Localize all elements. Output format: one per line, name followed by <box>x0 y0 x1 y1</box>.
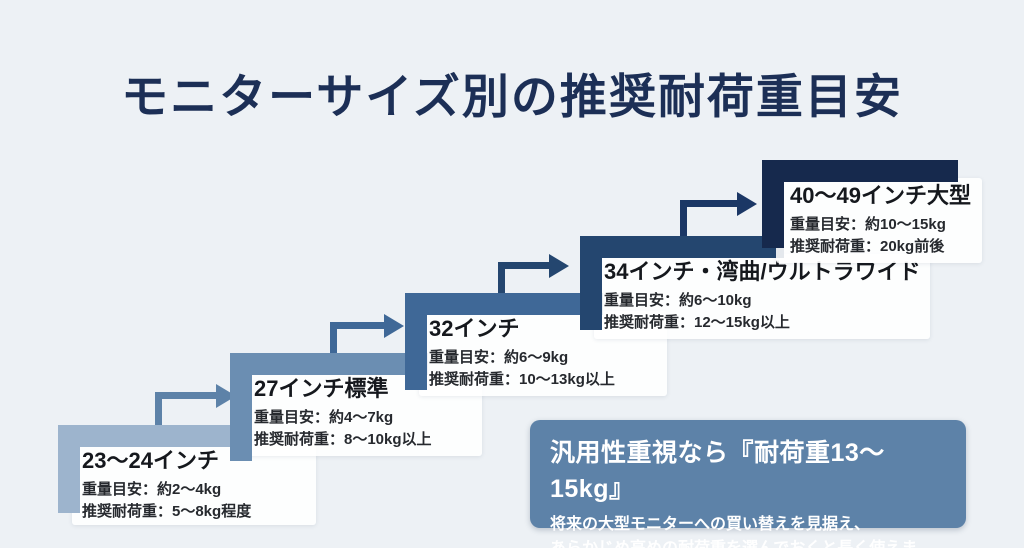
arrow-horizontal-segment <box>155 392 217 399</box>
step-top-bar <box>230 353 428 375</box>
step-weight-label: 重量目安：約6〜10kg <box>604 291 752 309</box>
callout-title: 汎用性重視なら『耐荷重13〜15kg』 <box>550 439 885 503</box>
step-weight-label: 重量目安：約4〜7kg <box>254 408 394 426</box>
step-left-bar <box>762 160 784 248</box>
step-left-bar <box>230 353 252 461</box>
callout-line-2: あらかじめ高めの耐荷重を選んでおくと長く使えます。 <box>550 537 946 548</box>
arrow-vertical-segment <box>680 200 687 236</box>
step-text-panel <box>72 443 316 525</box>
step-weight-label: 重量目安：約6〜9kg <box>429 348 569 366</box>
step-text-block: 34インチ・湾曲/ウルトラワイド 重量目安：約6〜10kg 推奨耐荷重：12〜1… <box>604 258 921 334</box>
step-top-bar <box>58 425 252 447</box>
step-weight-label: 重量目安：約10〜15kg <box>790 215 946 233</box>
step-load-label: 推奨耐荷重：5〜8kg程度 <box>82 502 252 520</box>
step-text-panel <box>776 178 982 263</box>
callout-box: 汎用性重視なら『耐荷重13〜15kg』 将来の大型モニターへの買い替えを見据え、… <box>530 420 966 548</box>
step-text-block: 23〜24インチ 重量目安：約2〜4kg 推奨耐荷重：5〜8kg程度 <box>82 447 251 523</box>
callout-line-1: 将来の大型モニターへの買い替えを見据え、 <box>550 516 871 533</box>
step-load-label: 推奨耐荷重：8〜10kg以上 <box>254 430 432 448</box>
step-top-bar <box>405 293 603 315</box>
arrow-horizontal-segment <box>498 262 550 269</box>
step-top-bar <box>580 236 784 258</box>
arrow-head-icon <box>549 254 569 278</box>
step-text-panel <box>594 254 930 339</box>
arrow-horizontal-segment <box>680 200 738 207</box>
step-load-label: 推奨耐荷重：10〜13kg以上 <box>429 370 615 388</box>
step-size-label: 23〜24インチ <box>82 448 219 473</box>
step-load-label: 推奨耐荷重：12〜15kg以上 <box>604 313 790 331</box>
step-left-bar <box>58 425 80 513</box>
step-text-block: 40〜49インチ大型 重量目安：約10〜15kg 推奨耐荷重：20kg前後 <box>790 182 971 258</box>
arrow-head-icon <box>737 192 757 216</box>
arrow-horizontal-segment <box>330 322 385 329</box>
step-size-label: 27インチ標準 <box>254 376 389 401</box>
step-size-label: 40〜49インチ大型 <box>790 183 971 208</box>
arrow-vertical-segment <box>498 262 505 293</box>
step-size-label: 34インチ・湾曲/ウルトラワイド <box>604 259 921 284</box>
step-text-block: 32インチ 重量目安：約6〜9kg 推奨耐荷重：10〜13kg以上 <box>429 315 615 391</box>
step-top-bar <box>762 160 958 182</box>
arrow-vertical-segment <box>330 322 337 353</box>
step-size-label: 32インチ <box>429 316 520 341</box>
step-left-bar <box>405 293 427 390</box>
step-left-bar <box>580 236 602 330</box>
step-weight-label: 重量目安：約2〜4kg <box>82 480 222 498</box>
arrow-vertical-segment <box>155 392 162 425</box>
step-text-block: 27インチ標準 重量目安：約4〜7kg 推奨耐荷重：8〜10kg以上 <box>254 375 432 451</box>
step-load-label: 推奨耐荷重：20kg前後 <box>790 237 945 255</box>
arrow-head-icon <box>384 314 404 338</box>
page-title: モニターサイズ別の推奨耐荷重目安 <box>121 70 903 123</box>
